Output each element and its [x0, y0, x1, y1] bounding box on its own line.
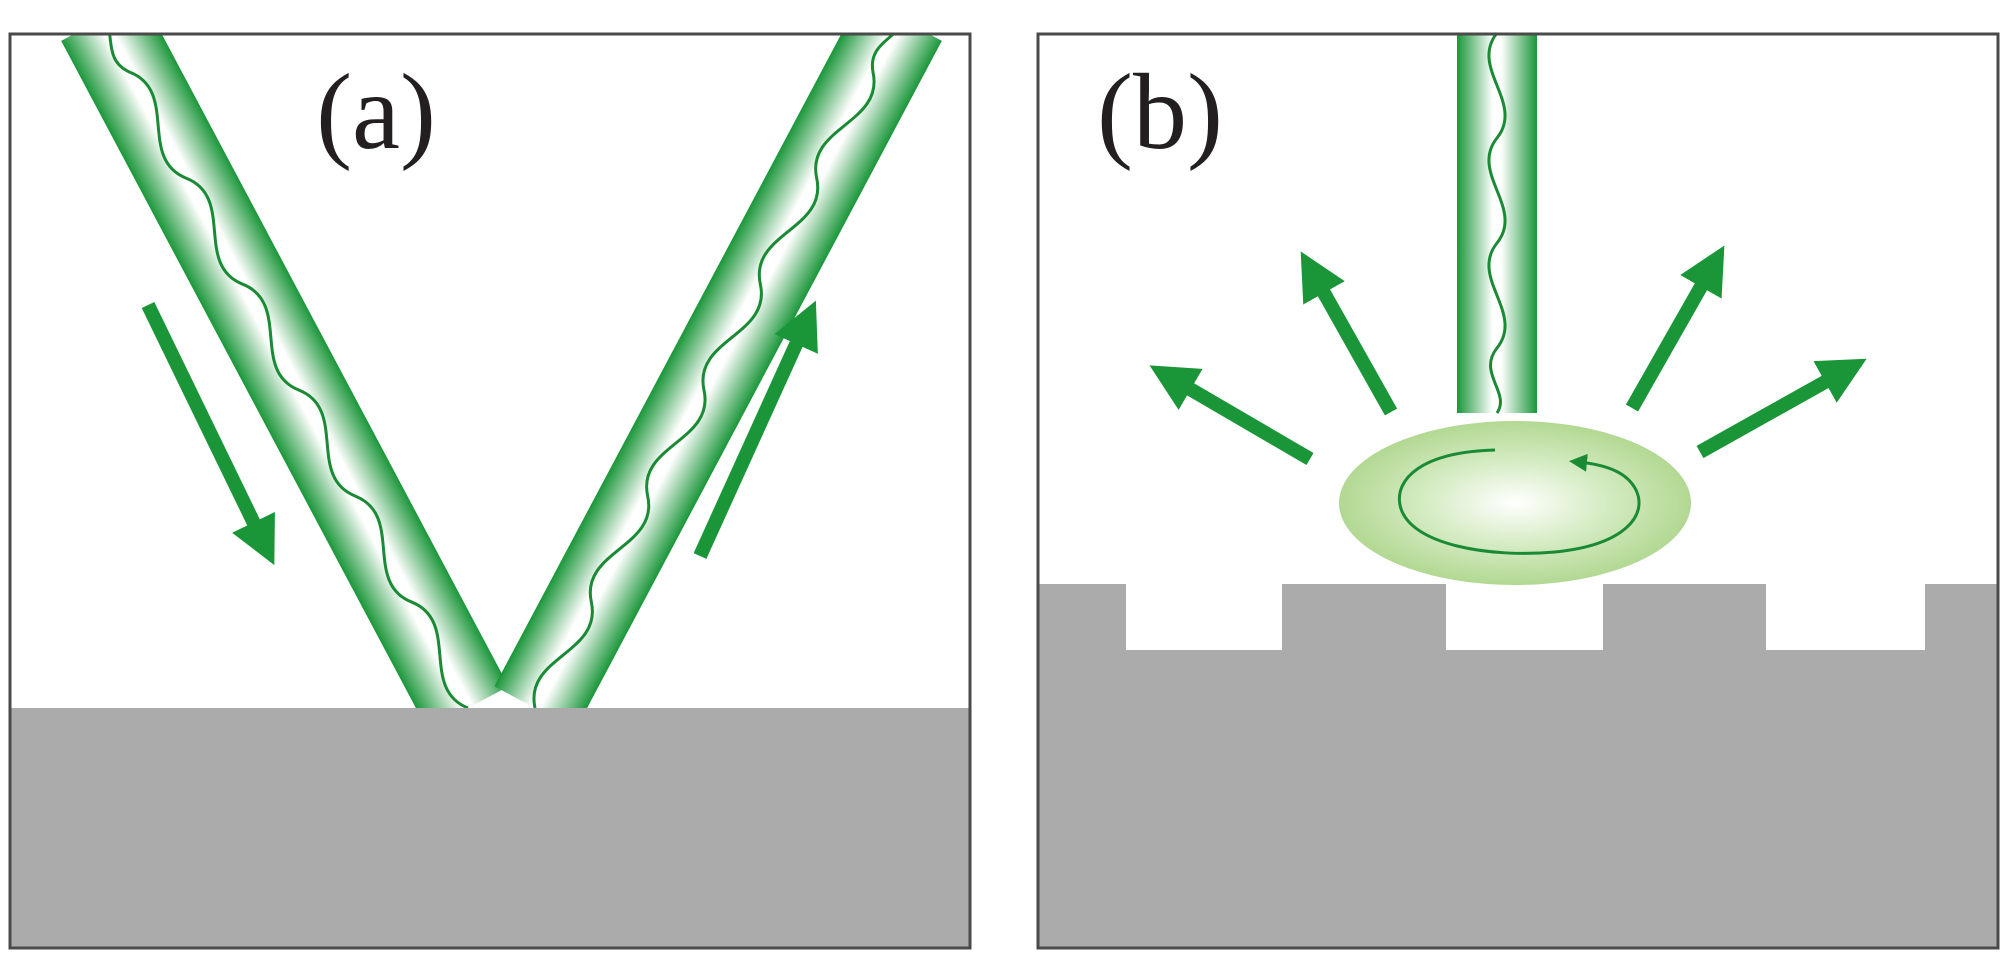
- panel-a: (a): [8, 32, 972, 950]
- incident-beam: [61, 34, 509, 710]
- grating-surface: [1038, 584, 1998, 948]
- panel-b-label: (b): [1097, 53, 1223, 172]
- scattering-arrow-icon: [1149, 365, 1314, 466]
- vertical-wave: [1487, 32, 1507, 414]
- scattering-arrow-icon: [1625, 245, 1725, 412]
- flat-surface: [10, 708, 970, 948]
- panel-a-label: (a): [316, 53, 436, 172]
- reflected-wave: [532, 34, 903, 709]
- circulation-arrow-icon: [1397, 448, 1641, 555]
- down-arrow-icon: [141, 301, 275, 566]
- scattering-arrow-icon: [1300, 251, 1398, 416]
- panel-b: (b): [1036, 32, 2000, 950]
- scattering-arrow-icon: [1696, 358, 1867, 459]
- vertical-beam: [1457, 32, 1537, 414]
- up-arrow-icon: [693, 300, 818, 559]
- reflected-beam: [494, 34, 942, 710]
- incident-wave: [100, 34, 469, 710]
